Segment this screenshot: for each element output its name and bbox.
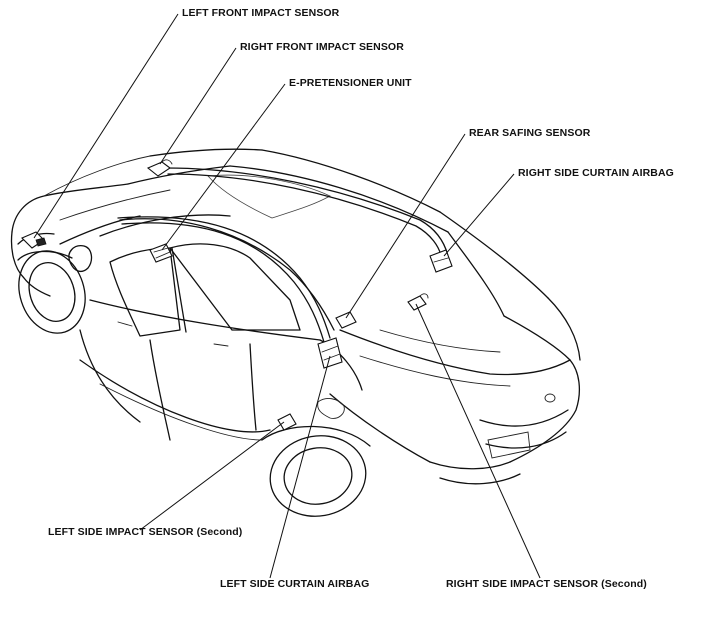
right-side-impact-sensor-second-part bbox=[407, 293, 429, 311]
rear-safing-sensor-part bbox=[335, 311, 357, 329]
label-right-side-curtain-airbag: RIGHT SIDE CURTAIN AIRBAG bbox=[518, 167, 674, 179]
leader-left-side-impact-sensor-second bbox=[139, 421, 285, 531]
leader-left-front-impact-sensor bbox=[33, 13, 179, 239]
label-e-pretensioner-unit: E-PRETENSIONER UNIT bbox=[289, 77, 412, 89]
label-right-front-impact-sensor: RIGHT FRONT IMPACT SENSOR bbox=[240, 41, 404, 53]
leader-lines bbox=[33, 13, 541, 579]
left-front-impact-sensor-part bbox=[21, 231, 47, 249]
car-body bbox=[10, 148, 581, 517]
left-side-curtain-airbag-part bbox=[317, 337, 343, 369]
label-rear-safing-sensor: REAR SAFING SENSOR bbox=[469, 127, 591, 139]
label-left-front-impact-sensor: LEFT FRONT IMPACT SENSOR bbox=[182, 7, 340, 19]
e-pretensioner-unit-part bbox=[149, 243, 173, 263]
leader-rear-safing-sensor bbox=[345, 133, 466, 319]
left-side-impact-sensor-second-part bbox=[277, 413, 297, 431]
leader-e-pretensioner-unit bbox=[161, 83, 286, 251]
leader-right-side-impact-sensor-second bbox=[415, 303, 541, 579]
label-right-side-impact-sensor-second: RIGHT SIDE IMPACT SENSOR (Second) bbox=[446, 578, 647, 590]
curtain-airbag-rails bbox=[117, 167, 449, 343]
leader-left-side-curtain-airbag bbox=[269, 355, 331, 579]
leader-right-front-impact-sensor bbox=[159, 47, 237, 165]
label-left-side-impact-sensor-second: LEFT SIDE IMPACT SENSOR (Second) bbox=[48, 526, 243, 538]
right-side-curtain-airbag-part bbox=[429, 249, 453, 273]
label-left-side-curtain-airbag: LEFT SIDE CURTAIN AIRBAG bbox=[220, 578, 370, 590]
right-front-impact-sensor-part bbox=[146, 159, 173, 177]
leader-right-side-curtain-airbag bbox=[443, 173, 515, 257]
